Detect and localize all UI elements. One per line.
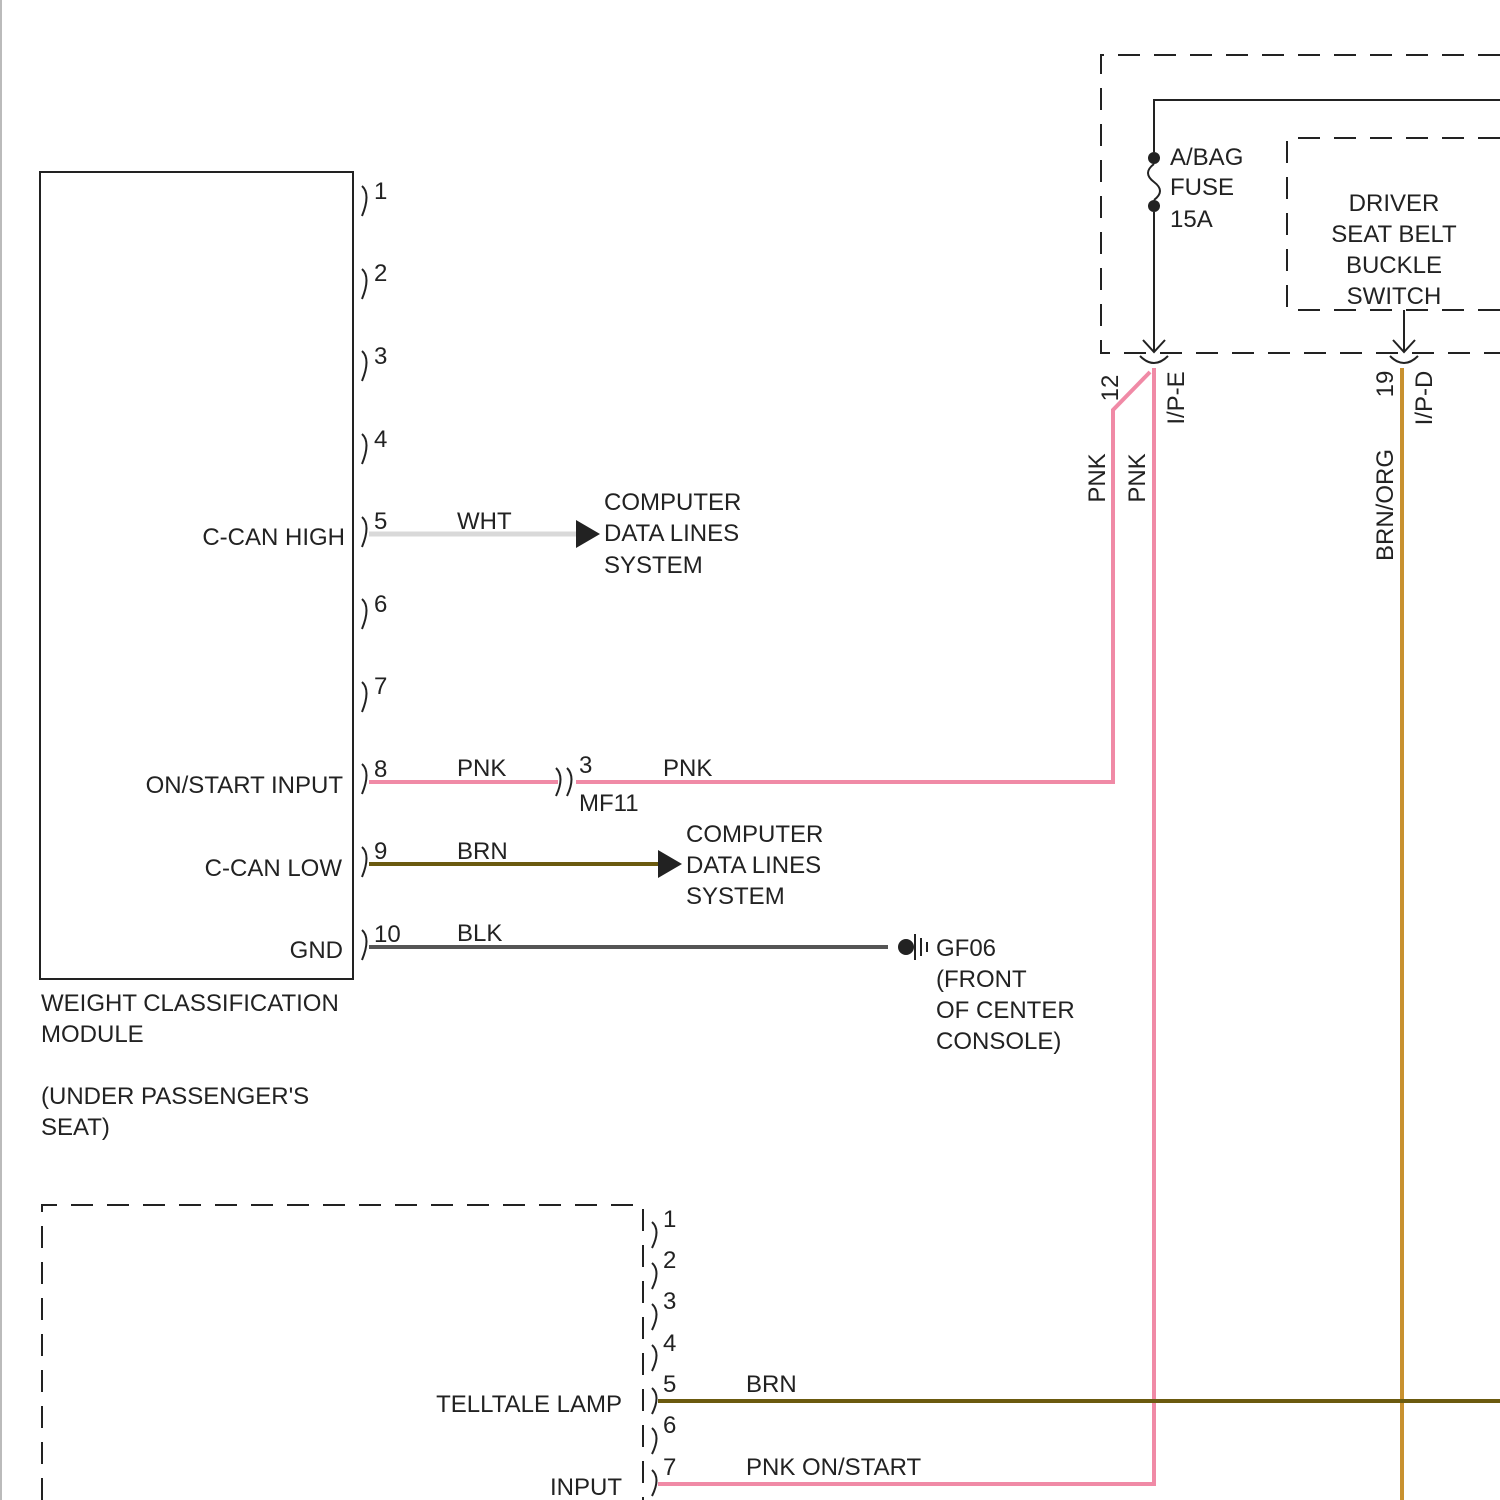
wire-label-pnk-b: PNK [663, 755, 712, 782]
wire-label-brn-lower: BRN [746, 1371, 797, 1398]
lower-pin-7: 7 [663, 1454, 676, 1481]
wire-label-blk: BLK [457, 920, 502, 947]
wire-label-brn: BRN [457, 838, 508, 865]
switch-label-line-3: BUCKLE [1346, 252, 1442, 279]
lower-pin-2: 2 [663, 1247, 676, 1274]
cdl-lower-line-2: DATA LINES [686, 852, 821, 879]
ip-d-pin: 19 [1372, 371, 1399, 398]
wcm-pin-2: 2 [374, 260, 387, 287]
cdl-lower-line-1: COMPUTER [686, 821, 823, 848]
cdl-upper-line-2: DATA LINES [604, 520, 739, 547]
ground-name: GF06 [936, 935, 996, 962]
ground-dot [898, 939, 914, 955]
wire-label-pnk-a: PNK [457, 755, 506, 782]
wcm-pin-3: 3 [374, 343, 387, 370]
wcm-pin-5-bracket [362, 517, 367, 547]
fuse-terminal-bottom [1148, 200, 1160, 212]
wcm-pin-3-bracket [362, 351, 367, 381]
wcm-pin-7-bracket [362, 682, 367, 712]
lower-pin-3-bracket [652, 1304, 657, 1330]
lower-pin-2-bracket [652, 1263, 657, 1289]
lower-pin-4: 4 [663, 1330, 676, 1357]
wcm-pin-7: 7 [374, 673, 387, 700]
wcm-label-gnd: GND [290, 937, 343, 964]
wcm-title-line-1: WEIGHT CLASSIFICATION [41, 990, 339, 1017]
wcm-pin-10-bracket [362, 930, 367, 960]
wire-label-pnk-on-start: PNK ON/START [746, 1454, 921, 1481]
mf11-name: MF11 [579, 790, 639, 817]
wcm-location-line-1: (UNDER PASSENGER'S [41, 1083, 309, 1110]
cdl-lower-line-3: SYSTEM [686, 883, 785, 910]
wire-label-brn-org: BRN/ORG [1372, 449, 1399, 561]
lower-pin-5-bracket [652, 1388, 657, 1414]
wcm-pin-1-bracket [362, 186, 367, 216]
lower-module-dashed-box [42, 1205, 643, 1500]
lower-label-input: INPUT [550, 1474, 622, 1500]
wcm-pin-2-bracket [362, 269, 367, 299]
switch-label-line-4: SWITCH [1347, 283, 1442, 310]
arrow-to-computer-data-lines-upper [576, 520, 600, 548]
ip-e-connector [1140, 356, 1168, 363]
switch-label-line-2: SEAT BELT [1331, 221, 1457, 248]
wire-label-pnk-vertical-1: PNK [1084, 453, 1111, 502]
wcm-title-line-2: MODULE [41, 1021, 144, 1048]
wcm-location-line-2: SEAT) [41, 1114, 110, 1141]
lower-pin-1: 1 [663, 1206, 676, 1233]
wcm-pin-9-bracket [362, 847, 367, 877]
wcm-pin-6-bracket [362, 599, 367, 629]
ground-location-line-2: OF CENTER [936, 997, 1075, 1024]
fuse-label-line-1: A/BAG [1170, 144, 1243, 171]
wcm-pin-4-bracket [362, 434, 367, 464]
lower-pin-3: 3 [663, 1288, 676, 1315]
wcm-pin-8: 8 [374, 756, 387, 783]
lower-module-connector-brackets [652, 1222, 657, 1496]
ground-symbol [898, 934, 927, 960]
wcm-connector-brackets [362, 186, 367, 960]
wcm-pin-4: 4 [374, 426, 387, 453]
wcm-label-on-start-input: ON/START INPUT [146, 772, 344, 799]
lower-pin-6: 6 [663, 1412, 676, 1439]
wcm-label-c-can-low: C-CAN LOW [205, 855, 343, 882]
ip-e-name: I/P-E [1163, 371, 1190, 424]
lower-pin-1-bracket [652, 1222, 657, 1248]
wire-label-pnk-vertical-2: PNK [1124, 453, 1151, 502]
fuse-symbol [1148, 164, 1160, 200]
mf11-pin: 3 [579, 752, 592, 779]
fuse-label-line-3: 15A [1170, 206, 1213, 233]
switch-label-line-1: DRIVER [1349, 190, 1440, 217]
wcm-pin-5: 5 [374, 508, 387, 535]
lower-label-telltale-lamp: TELLTALE LAMP [436, 1391, 622, 1418]
wcm-pin-6: 6 [374, 591, 387, 618]
wcm-pin-8-bracket [362, 764, 367, 794]
ip-d-name: I/P-D [1411, 371, 1438, 426]
lower-pin-7-bracket [652, 1470, 657, 1496]
wcm-pin-10: 10 [374, 921, 401, 948]
lower-pin-5: 5 [663, 1371, 676, 1398]
fuse-terminal-top [1148, 152, 1160, 164]
cdl-upper-line-1: COMPUTER [604, 489, 741, 516]
wire-label-wht: WHT [457, 508, 512, 535]
wcm-pin-1: 1 [374, 178, 387, 205]
fuse-label-line-2: FUSE [1170, 174, 1234, 201]
ground-location-line-1: (FRONT [936, 966, 1027, 993]
mf11-connector-male [567, 768, 572, 796]
ip-d-connector [1390, 356, 1418, 363]
ground-location-line-3: CONSOLE) [936, 1028, 1061, 1055]
arrow-to-computer-data-lines-lower [658, 850, 682, 878]
cdl-upper-line-3: SYSTEM [604, 552, 703, 579]
lower-pin-4-bracket [652, 1345, 657, 1371]
ip-e-pin: 12 [1097, 375, 1124, 402]
lower-pin-6-bracket [652, 1428, 657, 1454]
wcm-label-c-can-high: C-CAN HIGH [202, 524, 345, 551]
wcm-pin-9: 9 [374, 838, 387, 865]
